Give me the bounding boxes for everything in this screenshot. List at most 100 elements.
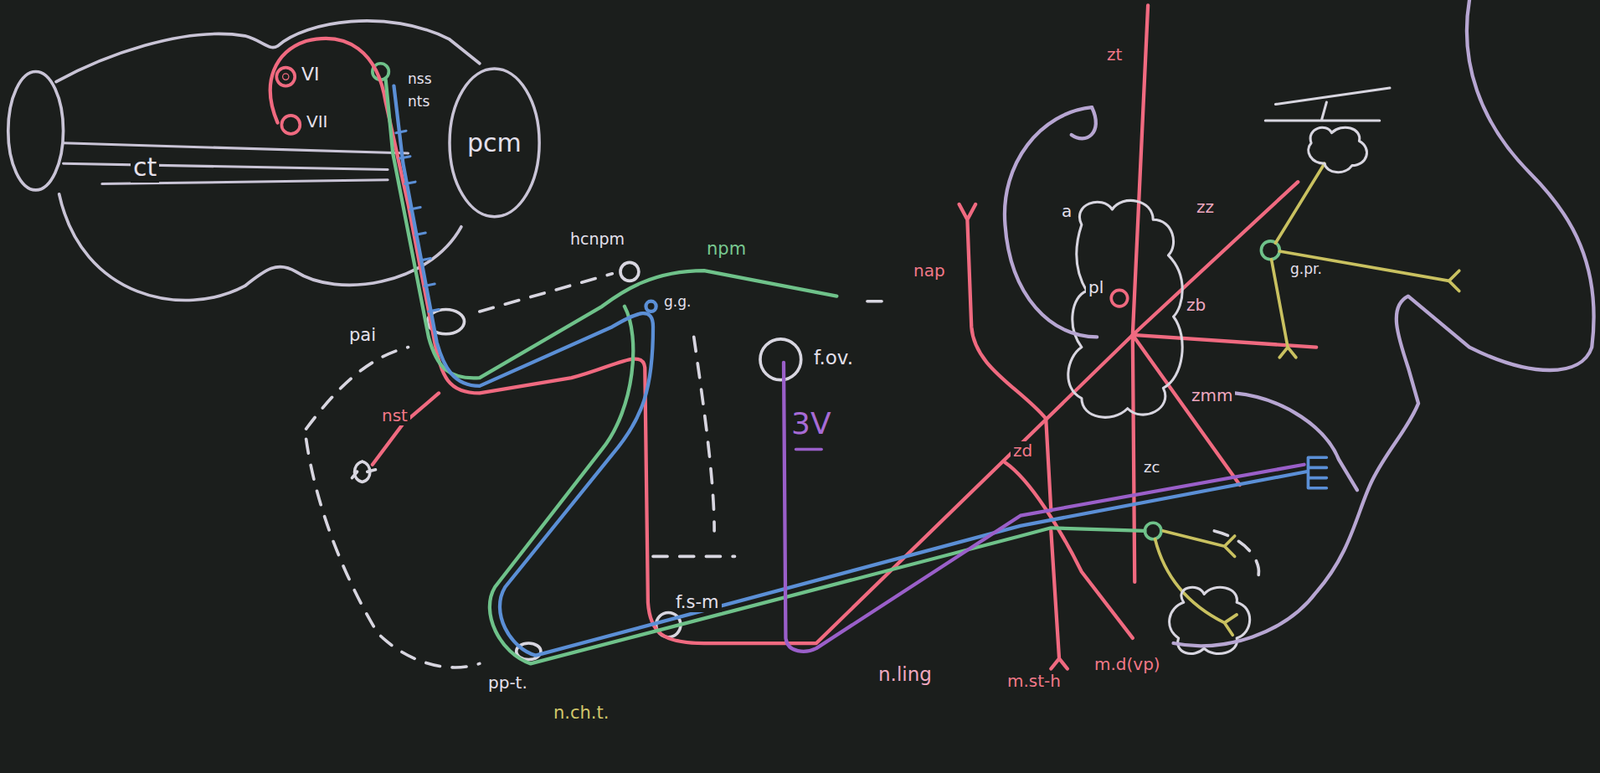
part-label: g.pr. (1287, 261, 1325, 278)
part-label: hcnpm (567, 230, 628, 249)
gland-outline (1265, 87, 1390, 121)
part-label: zd (1010, 441, 1035, 461)
part-label-text: pl (1085, 277, 1107, 298)
canal-dashes (867, 299, 888, 304)
part-label-text: n.ch.t. (550, 702, 612, 723)
part-label: n.ling (875, 663, 935, 685)
brainstem-outline (8, 72, 64, 191)
nucleus-dot (276, 67, 295, 87)
part-label-text: zb (1183, 295, 1209, 315)
gland-outline (1068, 200, 1183, 417)
part-label: m.d(vp) (1091, 654, 1163, 674)
face-outline (1004, 107, 1097, 337)
postganglionic-fibre (1279, 251, 1460, 292)
part-label: m.st-h (1004, 671, 1064, 691)
part-label: n.ch.t. (550, 702, 612, 723)
canal-dashes (694, 336, 715, 531)
part-label-text: pai (346, 324, 379, 345)
part-label-text: zt (1104, 45, 1125, 65)
taste-nerve (1307, 457, 1327, 489)
part-label: zmm (1188, 385, 1235, 406)
postganglionic-fibre (1162, 530, 1235, 556)
part-label-text: nap (910, 261, 948, 281)
trigeminal-nerve (783, 362, 1305, 652)
taste-nerve (645, 301, 656, 312)
postganglionic-fibre (1155, 163, 1460, 635)
part-label-text: n.ling (875, 663, 935, 685)
motor-nerve (1004, 462, 1132, 638)
part-label-text: zd (1010, 441, 1035, 461)
part-label: nss (405, 71, 435, 88)
part-label: npm (704, 238, 749, 259)
parasympathetic-nerve (385, 79, 838, 378)
part-label-text: zc (1141, 458, 1163, 477)
part-label-text: pp-t. (485, 673, 530, 693)
part-label: nts (405, 93, 433, 111)
part-label-text: hcnpm (567, 230, 628, 249)
canal-dashes (653, 555, 736, 559)
foramen-ring (760, 339, 802, 381)
oval-region: pcm (447, 66, 542, 220)
part-label-text: VII (303, 112, 330, 132)
oval-outline (449, 68, 540, 217)
trigeminal-nerve (783, 362, 1305, 652)
part-label-text: npm (704, 238, 749, 259)
motor-nerve (270, 5, 1317, 669)
part-label: zz (1193, 197, 1217, 217)
face-outline (1004, 0, 1595, 646)
part-label: VII (303, 112, 330, 132)
face-outline (1173, 0, 1595, 646)
part-label-text: ct (130, 153, 160, 183)
gland-outline (1068, 87, 1390, 654)
part-label: zb (1183, 295, 1209, 315)
face-outline (1071, 107, 1096, 139)
part-label: VI (298, 63, 323, 85)
part-label-text: g.g. (661, 293, 694, 311)
part-label-text: nss (405, 71, 435, 88)
brainstem-outline (56, 20, 480, 301)
canal-dashes (306, 438, 480, 668)
part-label-text: m.d(vp) (1091, 654, 1163, 674)
part-label-text: nts (405, 93, 433, 111)
part-label-text: 3V (788, 406, 834, 441)
part-label-text: g.pr. (1287, 261, 1325, 278)
canal-dashes (306, 273, 1260, 668)
foramen-ring (620, 262, 639, 281)
part-label-text: VI (298, 63, 323, 85)
brainstem-outline (63, 143, 409, 185)
motor-nerve (372, 392, 439, 464)
parasympathetic-nerve (1144, 522, 1162, 540)
nucleus-dot (281, 115, 300, 134)
part-label-text: zz (1193, 197, 1217, 217)
brainstem-outline (8, 20, 480, 301)
part-label-text: f.ov. (811, 346, 856, 369)
part-label: 3V (788, 406, 834, 441)
part-label-text: f.s-m (673, 591, 722, 613)
part-label: pai (346, 324, 379, 345)
part-label: zc (1141, 458, 1163, 477)
part-label: zt (1104, 45, 1125, 65)
part-label-text: m.st-h (1004, 671, 1064, 691)
part-label: a (1059, 201, 1075, 222)
region-label: pcm (467, 128, 522, 158)
canal-dashes (1214, 530, 1259, 582)
part-label: pp-t. (485, 673, 530, 693)
part-label: pl (1085, 277, 1107, 298)
canal-dashes (479, 273, 613, 312)
motor-nerve (1050, 530, 1068, 669)
part-label: nst (379, 406, 411, 426)
part-label: f.ov. (811, 346, 856, 369)
part-label: nap (910, 261, 948, 281)
part-label: g.g. (661, 293, 694, 311)
nucleus-dot (282, 73, 289, 80)
taste-nerve (396, 130, 439, 312)
motor-nerve (959, 204, 1052, 511)
taste-nerve (393, 86, 1327, 656)
postganglionic-fibre (1275, 163, 1325, 243)
part-label: f.s-m (673, 591, 722, 613)
gland-outline (1111, 289, 1128, 307)
part-label-text: zmm (1188, 385, 1235, 406)
nucleus-dot (276, 63, 389, 134)
